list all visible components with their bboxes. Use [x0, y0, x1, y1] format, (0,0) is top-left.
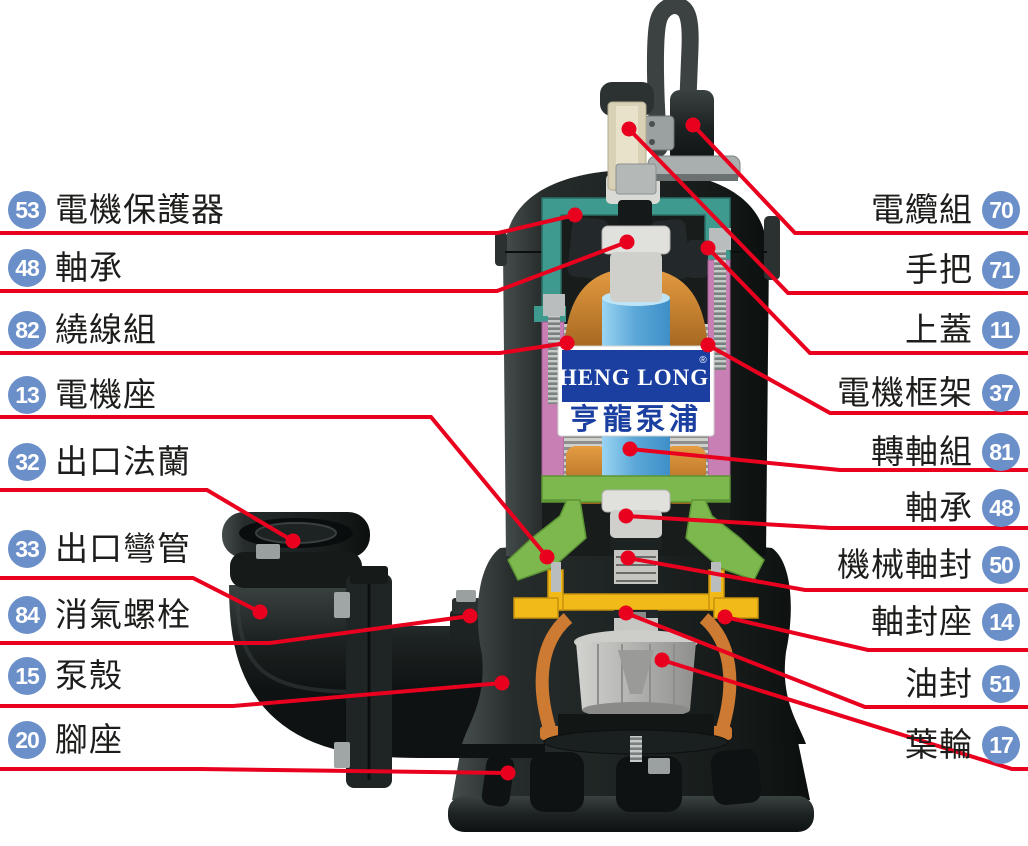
- logo-text-zh: 亨龍泵浦: [570, 402, 702, 436]
- part-name: 泵殼: [55, 656, 123, 694]
- callout-line-bearing-lower: [625, 514, 1028, 530]
- logo-plate: HENG LONG ® 亨龍泵浦: [557, 345, 715, 437]
- part-number-badge: 15: [8, 657, 46, 695]
- part-name: 油封: [905, 664, 973, 702]
- part-label-cable: 電纜組 70: [871, 186, 1020, 234]
- callout-line-outlet-elbow: [0, 576, 261, 614]
- part-label-bearing-upper: 48 軸承: [8, 244, 123, 292]
- part-label-air-release-bolt: 84 消氣螺栓: [8, 591, 191, 639]
- part-number-badge: 17: [982, 726, 1020, 764]
- handle: [600, 82, 657, 195]
- callout-dots: [252, 117, 733, 781]
- part-label-bearing-lower: 軸承 48: [905, 484, 1020, 532]
- mechanical-seal: [610, 538, 662, 594]
- flange-bolt: [256, 544, 280, 559]
- part-name: 繞線組: [55, 310, 157, 348]
- suction-chamber: [543, 714, 729, 762]
- part-name: 電機框架: [837, 373, 973, 411]
- part-name: 轉軸組: [871, 432, 973, 470]
- callout-line-motor-seat: [0, 415, 549, 559]
- cable-clamp: [643, 115, 675, 151]
- part-number-badge: 82: [8, 311, 46, 349]
- part-number-badge: 13: [8, 376, 46, 414]
- part-name: 葉輪: [905, 725, 973, 763]
- callout-line-windings: [0, 341, 568, 355]
- frame-bolt: [543, 294, 565, 316]
- part-name: 機械軸封: [837, 545, 973, 583]
- part-number-badge: 33: [8, 530, 46, 568]
- part-name: 上蓋: [905, 310, 973, 348]
- part-label-foot: 20 腳座: [8, 716, 123, 764]
- callout-line-motor-frame: [707, 343, 1028, 415]
- callout-line-cable: [691, 123, 1028, 235]
- callout-line-oil-seal: [625, 611, 1028, 709]
- part-name: 電機座: [55, 375, 157, 413]
- part-number-badge: 37: [982, 374, 1020, 412]
- callout-line-mechanical-seal: [627, 556, 1028, 592]
- part-label-mechanical-seal: 機械軸封 50: [837, 541, 1020, 589]
- part-name: 電機保護器: [55, 190, 225, 228]
- part-name: 軸承: [905, 488, 973, 526]
- callout-line-air-release-bolt: [0, 614, 471, 645]
- power-cable: [646, 0, 699, 157]
- part-label-top-cover: 上蓋 11: [905, 306, 1020, 354]
- part-name: 手把: [905, 250, 973, 288]
- part-name: 出口法蘭: [55, 442, 191, 480]
- logo-registered-mark: ®: [699, 355, 707, 366]
- part-label-seal-seat: 軸封座 14: [871, 598, 1020, 646]
- callout-line-impeller: [661, 658, 1028, 771]
- part-number-badge: 11: [982, 311, 1020, 349]
- part-number-badge: 70: [982, 191, 1020, 229]
- callout-line-motor-protector: [0, 213, 576, 235]
- part-label-pump-casing: 15 泵殼: [8, 652, 123, 700]
- part-label-motor-seat: 13 電機座: [8, 371, 157, 419]
- part-number-badge: 71: [982, 251, 1020, 289]
- part-name: 消氣螺栓: [55, 595, 191, 633]
- bearing-upper: [601, 225, 671, 302]
- part-label-outlet-elbow: 33 出口彎管: [8, 525, 191, 573]
- logo-text-en: HENG LONG: [559, 365, 709, 390]
- part-label-rotor: 轉軸組 81: [871, 428, 1020, 476]
- part-number-badge: 51: [982, 665, 1020, 703]
- callout-line-pump-casing: [0, 681, 503, 708]
- callout-line-outlet-flange: [0, 488, 295, 543]
- logo-blue-box: [562, 350, 710, 402]
- part-number-badge: 84: [8, 596, 46, 634]
- part-number-badge: 20: [8, 721, 46, 759]
- callout-line-handle: [627, 127, 1028, 295]
- seal-seat-bolt: [711, 562, 721, 592]
- part-number-badge: 48: [982, 489, 1020, 527]
- part-number-badge: 32: [8, 443, 46, 481]
- seal-seat-bolt: [551, 562, 561, 592]
- part-name: 出口彎管: [55, 529, 191, 567]
- callout-line-foot: [0, 767, 509, 775]
- callout-lines: [0, 123, 1028, 775]
- part-name: 電纜組: [871, 190, 973, 228]
- outlet-flange: [222, 512, 370, 588]
- part-label-outlet-flange: 32 出口法蘭: [8, 438, 191, 486]
- part-number-badge: 48: [8, 249, 46, 287]
- part-name: 軸承: [55, 248, 123, 286]
- part-number-badge: 81: [982, 433, 1020, 471]
- part-label-handle: 手把 71: [905, 246, 1020, 294]
- part-label-windings: 82 繞線組: [8, 306, 157, 354]
- callout-line-bearing-upper: [0, 240, 628, 293]
- part-number-badge: 53: [8, 191, 46, 229]
- part-label-impeller: 葉輪 17: [905, 721, 1020, 769]
- callout-line-top-cover: [706, 246, 1028, 355]
- part-name: 軸封座: [871, 602, 973, 640]
- part-label-motor-frame: 電機框架 37: [837, 369, 1020, 417]
- part-number-badge: 14: [982, 603, 1020, 641]
- part-label-motor-protector: 53 電機保護器: [8, 186, 225, 234]
- callout-line-seal-seat: [724, 615, 1028, 652]
- callout-line-rotor: [629, 447, 1028, 472]
- part-number-badge: 50: [982, 546, 1020, 584]
- bearing-lower: [601, 489, 671, 538]
- part-name: 腳座: [55, 720, 123, 758]
- part-label-oil-seal: 油封 51: [905, 660, 1020, 708]
